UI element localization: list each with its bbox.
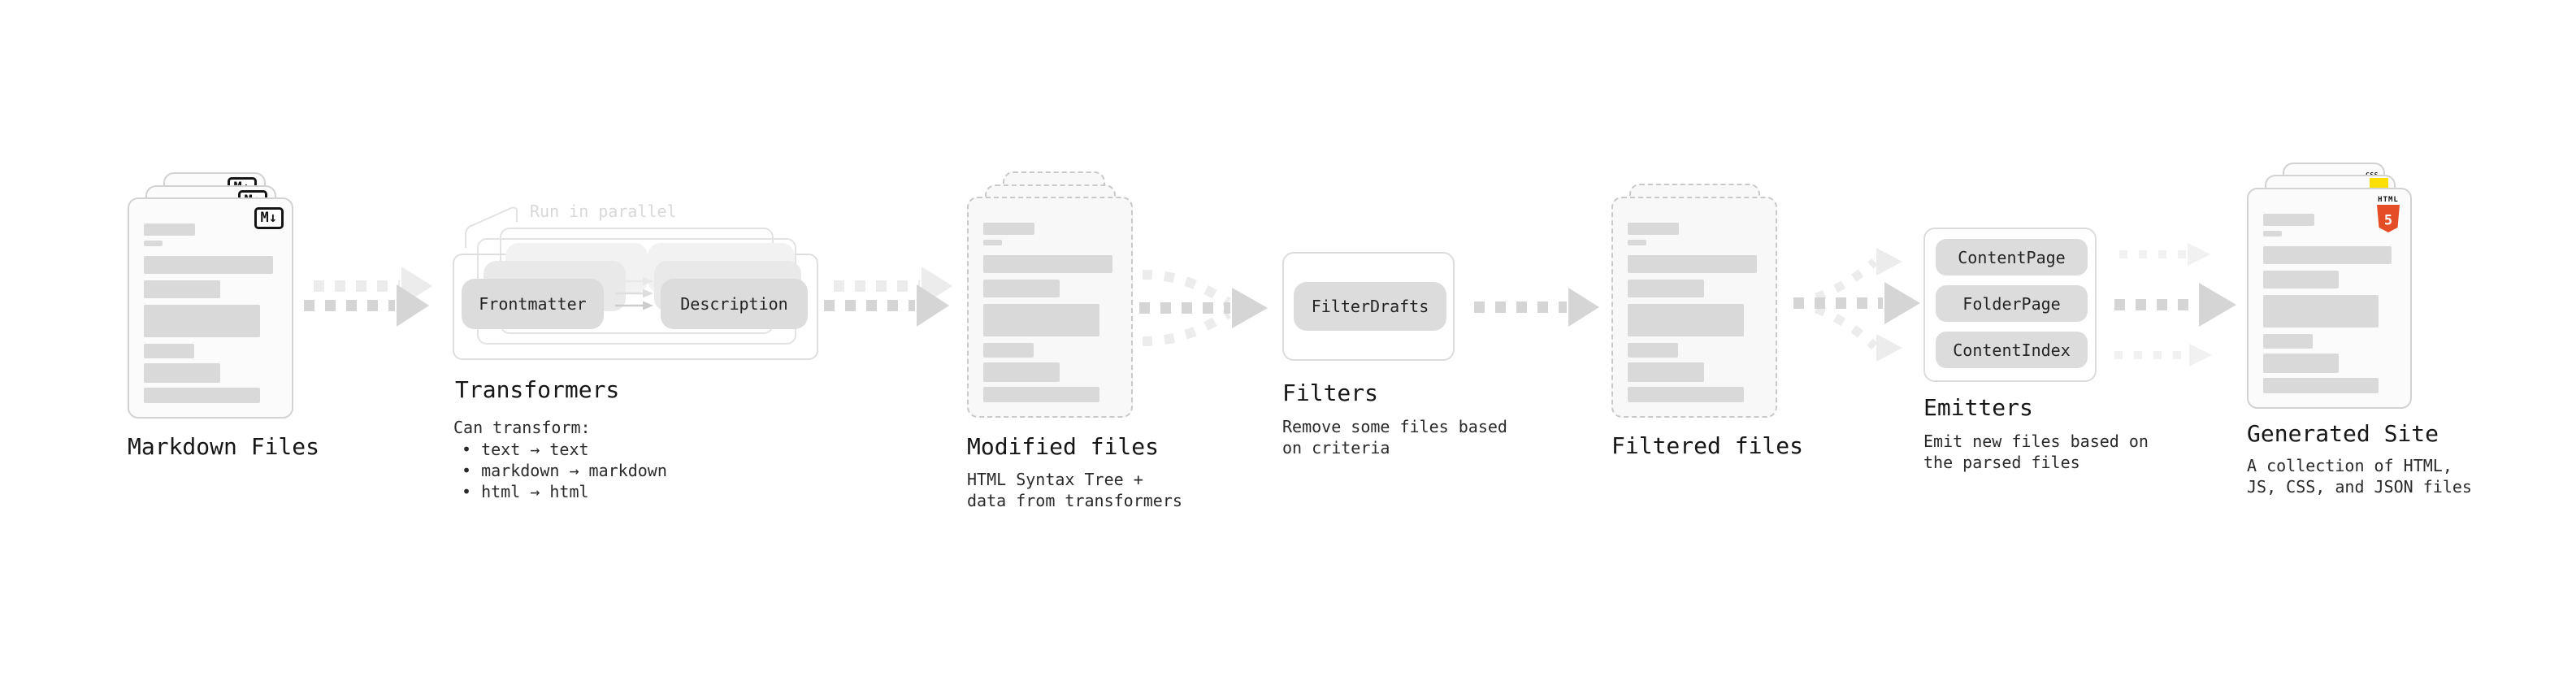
arrow-emitters-to-site [2114, 243, 2236, 367]
doc-text-bar [144, 223, 196, 236]
doc-text-bars [1628, 223, 1759, 402]
filter-drafts-chip: FilterDrafts [1294, 282, 1446, 331]
doc-text-bar [1628, 304, 1744, 336]
doc-text-bar [2263, 246, 2392, 264]
html5-shield: 5 [2377, 205, 2400, 232]
doc-text-bar [1628, 223, 1680, 235]
emitters-panel: ContentPage FolderPage ContentIndex [1923, 228, 2097, 382]
html5-icon: HTML 5 [2374, 196, 2402, 232]
modified-files-caption: HTML Syntax Tree + data from transformer… [967, 469, 1182, 511]
site-file-sheet-html: HTML 5 [2247, 188, 2412, 409]
doc-text-bar [1628, 280, 1704, 297]
stage-markdown-files: M↓ M↓ M↓ [128, 172, 293, 419]
modified-file-sheet-front [967, 197, 1133, 418]
stage-filtered-files [1611, 184, 1777, 418]
stage-title-transformers: Transformers [455, 376, 620, 403]
doc-text-bars [2263, 214, 2394, 393]
caption-line: A collection of HTML, [2247, 456, 2452, 475]
doc-text-bar [144, 256, 273, 274]
bullet-item: • html → html [462, 482, 589, 501]
doc-text-bars [983, 223, 1115, 402]
caption-line: Remove some files based [1282, 417, 1507, 436]
doc-text-bar [2263, 378, 2379, 393]
doc-text-bar [144, 280, 220, 298]
doc-text-bar [983, 304, 1099, 336]
transformers-caption-heading: Can transform: [453, 418, 591, 437]
transform-arrow-icon [615, 288, 653, 298]
emitter-chip-content-page: ContentPage [1936, 239, 2088, 275]
bullet-item: • text → text [462, 440, 589, 459]
doc-text-bar [983, 387, 1099, 402]
doc-text-bar [144, 241, 163, 246]
doc-text-bar [983, 223, 1035, 235]
transform-arrow-icon [615, 276, 653, 286]
doc-text-bar [144, 388, 260, 403]
doc-text-bar [1628, 240, 1646, 245]
js-icon [2370, 178, 2388, 189]
doc-text-bar [983, 240, 1002, 245]
doc-text-bar [2263, 334, 2314, 349]
doc-text-bar [983, 343, 1034, 358]
markdown-file-sheet-front: M↓ [128, 197, 293, 419]
caption-line: JS, CSS, and JSON files [2247, 477, 2472, 497]
doc-text-bar [983, 280, 1060, 297]
stage-generated-site: CSS HTML 5 [2247, 163, 2413, 409]
arrow-transformers-to-modified [824, 267, 952, 327]
doc-text-bar [1628, 387, 1744, 402]
stage-title-filtered-files: Filtered files [1611, 432, 1804, 459]
doc-text-bar [1628, 362, 1704, 382]
doc-text-bar [144, 344, 194, 358]
stage-title-markdown-files: Markdown Files [128, 433, 320, 460]
caption-line: the parsed files [1923, 453, 2080, 472]
caption-line: HTML Syntax Tree + [967, 470, 1143, 489]
stage-title-filters: Filters [1282, 380, 1379, 406]
html5-icon-label: HTML [2378, 196, 2399, 204]
generated-site-caption: A collection of HTML, JS, CSS, and JSON … [2247, 455, 2472, 497]
stage-title-emitters: Emitters [1923, 394, 2033, 421]
caption-line: data from transformers [967, 491, 1182, 510]
description-chip: Description [661, 279, 808, 329]
frontmatter-chip: Frontmatter [462, 279, 604, 329]
doc-text-bars [144, 223, 275, 403]
arrow-markdown-to-transformers [304, 267, 432, 327]
transformers-bullet-list: • text → text • markdown → markdown • ht… [462, 439, 667, 502]
doc-text-bar [2263, 354, 2340, 373]
bullet-item: • markdown → markdown [462, 461, 667, 480]
filters-caption: Remove some files based on criteria [1282, 416, 1507, 458]
doc-text-bar [144, 305, 260, 337]
doc-text-bar [2263, 271, 2340, 288]
doc-text-bar [1628, 255, 1757, 273]
doc-text-bar [2263, 231, 2282, 236]
markdown-icon: M↓ [254, 207, 284, 229]
doc-text-bar [2263, 295, 2379, 327]
emitters-caption: Emit new files based on the parsed files [1923, 431, 2149, 473]
doc-text-bar [1628, 343, 1678, 358]
arrow-filtered-to-emitters [1793, 248, 1920, 362]
svg-text:5: 5 [2384, 213, 2392, 229]
emitter-chip-folder-page: FolderPage [1936, 285, 2088, 322]
arrow-filters-to-filtered [1474, 288, 1599, 327]
caption-line: on criteria [1282, 438, 1390, 458]
caption-line: Emit new files based on [1923, 432, 2149, 451]
filters-panel: FilterDrafts [1282, 252, 1455, 361]
doc-text-bar [983, 362, 1060, 382]
doc-text-bar [983, 255, 1112, 273]
transform-arrow-icon [615, 301, 653, 310]
stage-modified-files [967, 171, 1133, 418]
stage-title-modified-files: Modified files [967, 433, 1160, 460]
stage-transformers: Run in parallel Frontmatter Description … [453, 195, 835, 504]
doc-text-bar [144, 363, 220, 383]
doc-text-bar [2263, 214, 2314, 226]
run-in-parallel-label: Run in parallel [530, 202, 677, 221]
annotation-callout-line [465, 206, 518, 248]
stage-title-generated-site: Generated Site [2247, 420, 2439, 447]
filtered-file-sheet-front [1611, 197, 1777, 418]
emitter-chip-content-index: ContentIndex [1936, 332, 2088, 368]
arrow-modified-to-filters [1139, 270, 1268, 346]
